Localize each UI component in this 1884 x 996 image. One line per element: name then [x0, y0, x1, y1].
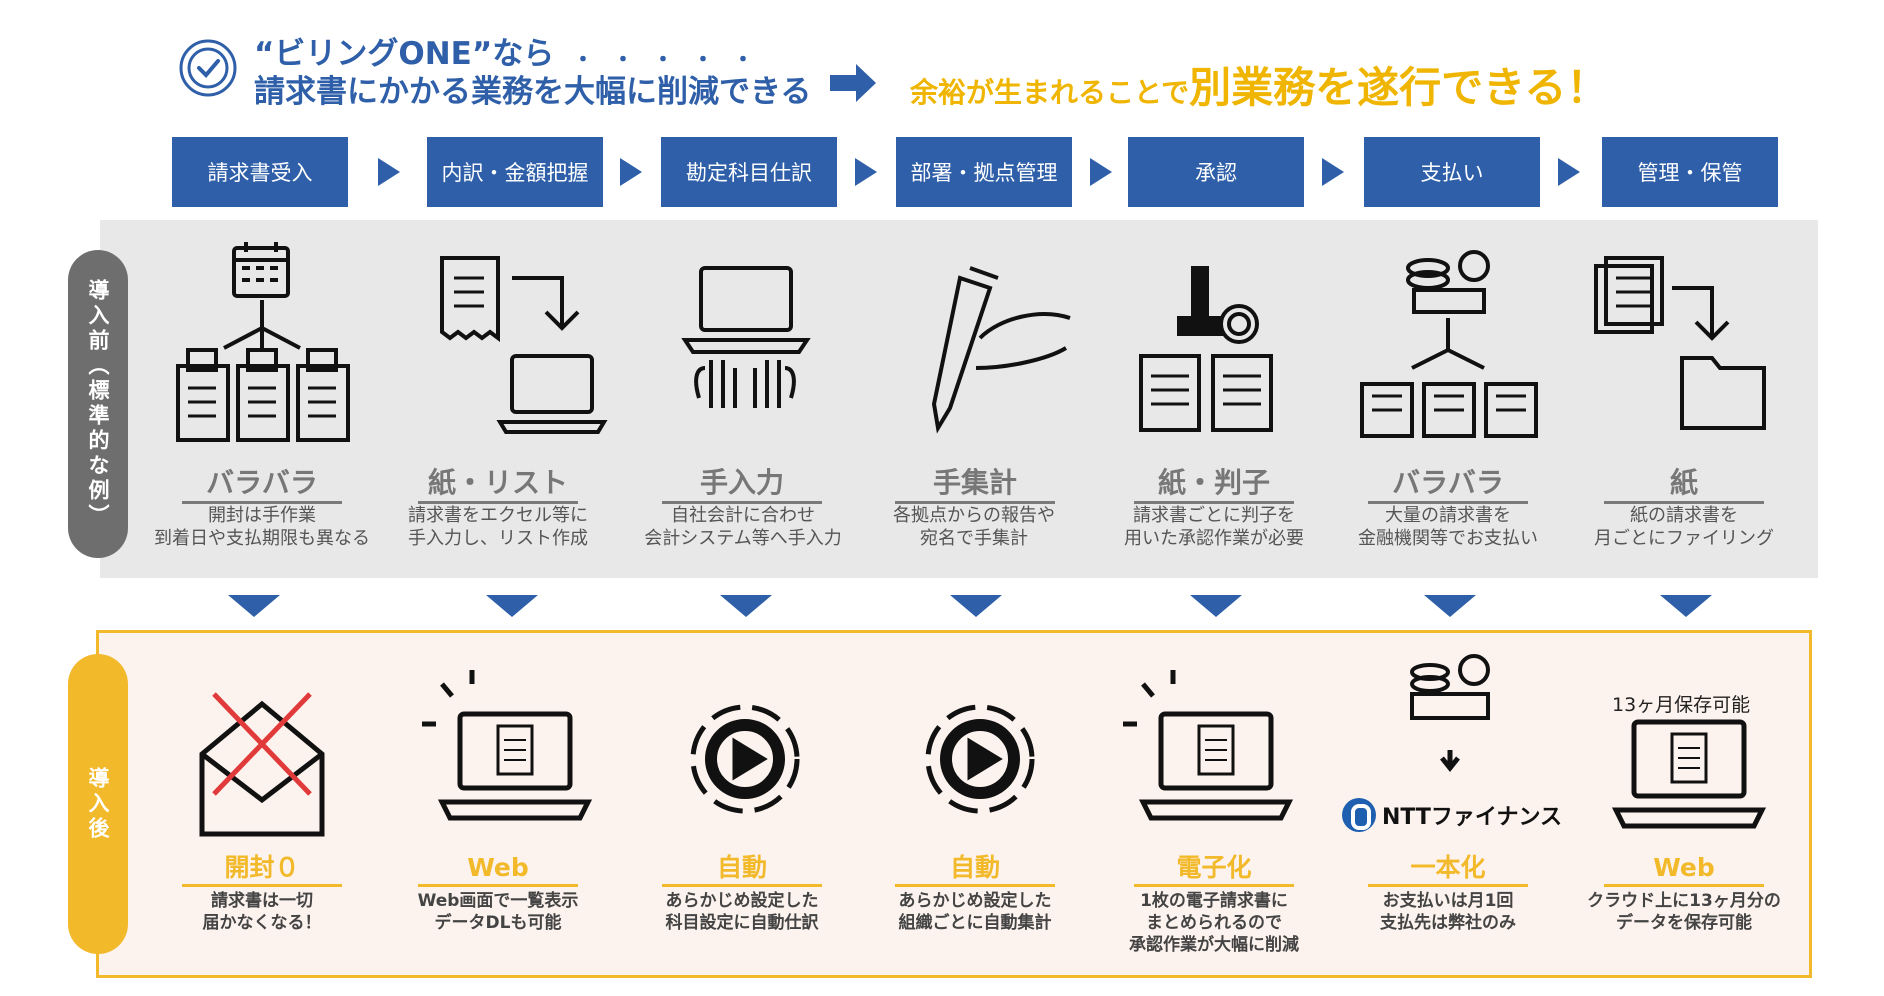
step-approval: 承認 — [1128, 137, 1304, 207]
money-stack-icon — [1410, 654, 1490, 773]
header-line-1: “ビリングONE”なら — [254, 36, 555, 72]
after-label: 導入後 — [68, 654, 128, 954]
ntt-logo-icon — [1342, 798, 1376, 832]
before-desc-2: 請求書をエクセル等に手入力し、リスト作成 — [408, 505, 588, 549]
step-breakdown: 内訳・金額把握 — [427, 137, 603, 207]
calendar-envelopes-icon — [176, 242, 350, 442]
pen-hand-icon — [931, 266, 1071, 434]
before-desc-3: 自社会計に合わせ会計システム等へ手入力 — [644, 505, 842, 549]
after-desc-1: 請求書は一切届かなくなる！ — [202, 891, 322, 933]
after-title-3: 自動 — [662, 852, 822, 887]
papers-to-folder-icon — [1594, 256, 1766, 430]
down-triangle — [1424, 595, 1476, 617]
laptop-cloud-icon — [1611, 719, 1767, 829]
step-arrow — [1090, 158, 1112, 186]
header-result: 余裕が生まれることで別業務を遂行できる！ — [910, 54, 1608, 115]
after-desc-2: Web画面で一覧表示データDLも可能 — [417, 891, 579, 933]
step-arrow — [1558, 158, 1580, 186]
after-desc-4: あらかじめ設定した組織ごとに自動集計 — [898, 891, 1052, 933]
before-label-text: 導入前（標準的な例） — [86, 279, 110, 529]
step-payment: 支払い — [1364, 137, 1540, 207]
typing-hands-icon — [681, 266, 811, 408]
auto-gear-icon — [690, 704, 800, 814]
before-title-3: 手入力 — [662, 466, 822, 504]
crossed-envelope-icon — [199, 692, 325, 837]
step-arrow — [855, 158, 877, 186]
before-desc-6: 大量の請求書を金融機関等でお支払い — [1358, 505, 1538, 549]
before-title-1: バラバラ — [182, 466, 342, 504]
down-triangle — [228, 595, 280, 617]
after-desc-7: クラウド上に13ヶ月分のデータを保存可能 — [1587, 891, 1781, 933]
header-result-small: 余裕が生まれることで — [910, 76, 1190, 109]
laptop-web-icon — [422, 670, 593, 821]
after-title-5: 電子化 — [1134, 852, 1294, 887]
after-title-4: 自動 — [895, 852, 1055, 887]
emphasis-dots: ・・・・・ — [572, 48, 773, 73]
money-buildings-icon — [1360, 250, 1538, 438]
after-label-text: 導入後 — [86, 766, 110, 842]
step-journal: 勘定科目仕訳 — [661, 137, 837, 207]
step-arrow — [620, 158, 642, 186]
before-label: 導入前（標準的な例） — [68, 250, 128, 558]
before-desc-5: 請求書ごとに判子を用いた承認作業が必要 — [1124, 505, 1304, 549]
header-line-2: 請求書にかかる業務を大幅に削減できる — [254, 74, 812, 110]
down-triangle — [1660, 595, 1712, 617]
before-desc-7: 紙の請求書を月ごとにファイリング — [1594, 505, 1774, 549]
save-13-months-label: 13ヶ月保存可能 — [1612, 694, 1751, 716]
before-desc-4: 各拠点からの報告や宛名で手集計 — [893, 505, 1055, 549]
after-desc-6: お支払いは月1回支払先は弊社のみ — [1380, 891, 1516, 933]
step-arrow — [378, 158, 400, 186]
step-arrow — [1322, 158, 1344, 186]
auto-gear-icon-2 — [925, 704, 1035, 814]
down-triangle — [486, 595, 538, 617]
check-circle-icon — [179, 39, 237, 97]
before-title-4: 手集計 — [895, 466, 1055, 504]
step-invoice-receipt: 請求書受入 — [172, 137, 348, 207]
before-title-6: バラバラ — [1368, 466, 1528, 504]
after-desc-5: 1枚の電子請求書にまとめられるので承認作業が大幅に削減 — [1129, 891, 1299, 955]
after-desc-3: あらかじめ設定した科目設定に自動仕訳 — [665, 891, 819, 933]
down-triangle — [950, 595, 1002, 617]
before-title-5: 紙・判子 — [1134, 466, 1294, 504]
down-triangle — [720, 595, 772, 617]
step-storage: 管理・保管 — [1602, 137, 1778, 207]
before-desc-1: 開封は手作業到着日や支払期限も異なる — [154, 505, 370, 549]
laptop-digital-icon — [1123, 670, 1294, 821]
after-title-7: Web — [1604, 852, 1764, 887]
down-triangle — [1190, 595, 1242, 617]
before-title-2: 紙・リスト — [418, 466, 578, 504]
ntt-finance-name: NTTファイナンス — [1382, 805, 1563, 830]
before-title-7: 紙 — [1604, 466, 1764, 504]
header-result-big: 別業務を遂行できる！ — [1189, 63, 1609, 112]
right-arrow-icon — [830, 64, 876, 102]
after-title-2: Web — [418, 852, 578, 887]
after-title-6: 一本化 — [1368, 852, 1528, 887]
ntt-finance-logo: NTTファイナンス — [1342, 798, 1562, 832]
step-department: 部署・拠点管理 — [896, 137, 1072, 207]
paper-to-laptop-icon — [440, 256, 608, 434]
after-title-1: 開封０ — [182, 852, 342, 887]
stamp-documents-icon — [1139, 266, 1273, 432]
